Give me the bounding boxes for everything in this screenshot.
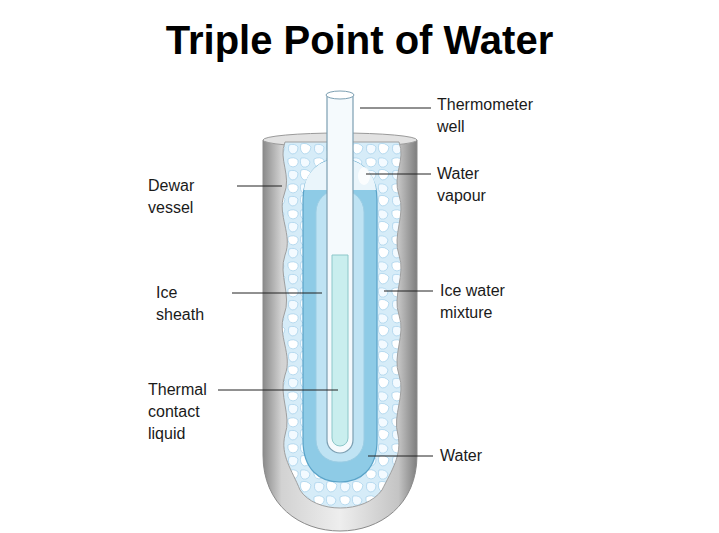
leader-line xyxy=(237,186,282,187)
thermometer-well xyxy=(327,95,353,453)
part-label: Water vapour xyxy=(437,163,509,207)
vapour-bubble xyxy=(358,167,370,185)
leader-line xyxy=(218,390,338,391)
leader-line xyxy=(368,456,433,457)
part-label: Dewar vessel xyxy=(148,175,210,219)
leader-lines xyxy=(218,108,433,456)
leader-line xyxy=(366,174,431,175)
well-opening xyxy=(326,91,354,99)
part-label: Ice sheath xyxy=(156,282,214,326)
part-label: Water xyxy=(440,445,510,467)
diagram-title: Triple Point of Water xyxy=(0,16,719,64)
part-label: Ice water mixture xyxy=(440,280,534,324)
leader-line xyxy=(360,108,431,109)
thermal-contact-liquid xyxy=(332,255,348,446)
leader-line xyxy=(232,293,322,294)
part-label: Thermometer well xyxy=(437,94,552,138)
part-label: Thermal contact liquid xyxy=(148,379,216,445)
leader-line xyxy=(384,291,433,292)
